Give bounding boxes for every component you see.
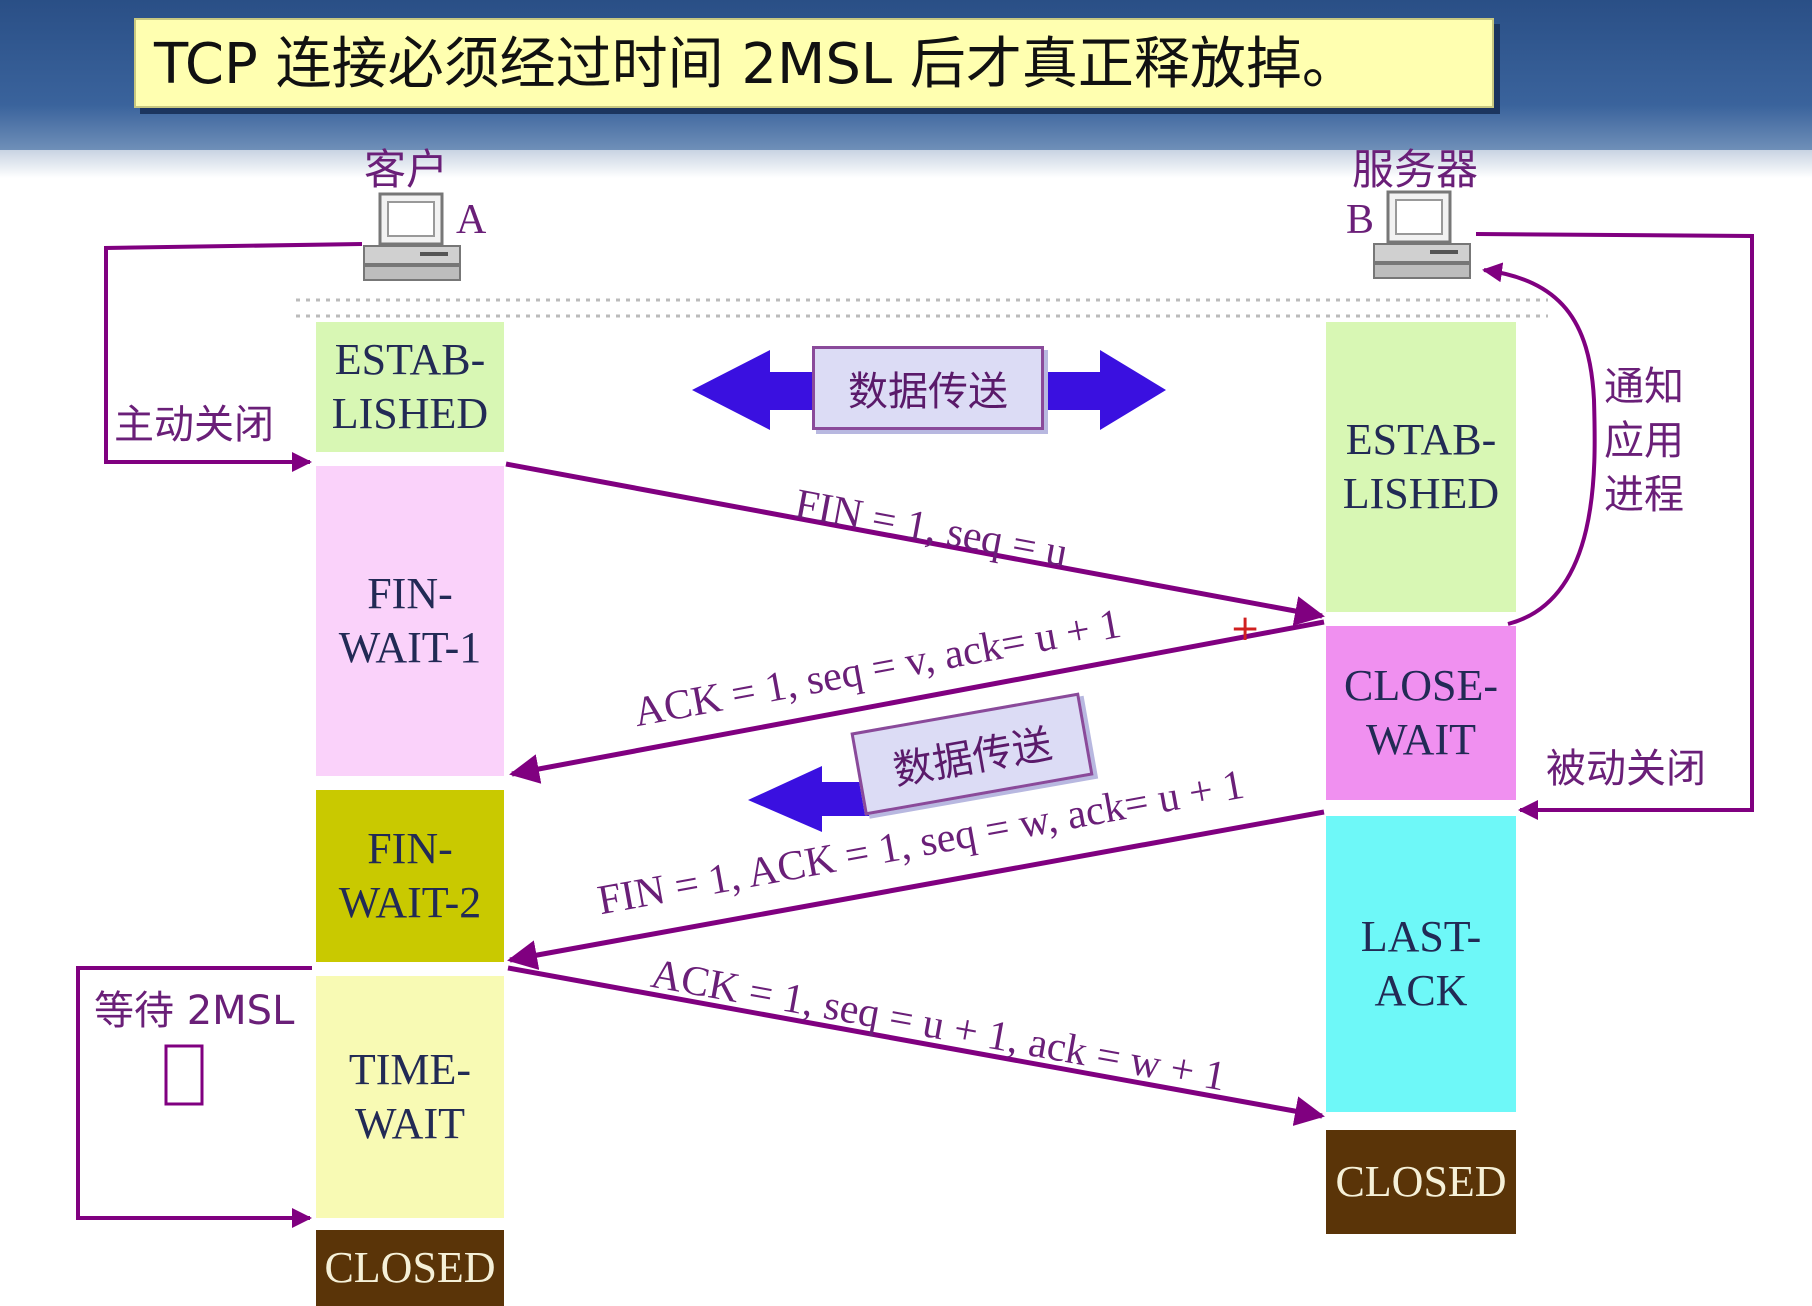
client-state-established: ESTAB- LISHED xyxy=(331,335,489,438)
data-transfer-box: 数据传送 xyxy=(812,346,1044,430)
slide-title: TCP 连接必须经过时间 2MSL 后才真正释放掉。 xyxy=(134,18,1494,108)
wait-2msl-label: 等待 2MSL xyxy=(94,988,295,1034)
timer-icon xyxy=(164,1044,204,1106)
client-name: 客户 xyxy=(364,145,449,194)
client-state-time-wait: TIME- WAIT xyxy=(348,1045,472,1148)
server-computer-icon xyxy=(1373,190,1471,279)
client-state-box xyxy=(316,976,504,1218)
ack1-arrow xyxy=(509,619,1325,784)
passive-close-label: 被动关闭 xyxy=(1546,746,1706,792)
server-state-last-ack: LAST- ACK xyxy=(1360,912,1482,1015)
server-state-box xyxy=(1326,322,1516,612)
active-close-line xyxy=(104,242,363,472)
notify-app-label: 通知 应用 进程 xyxy=(1604,364,1684,518)
active-close-label: 主动关闭 xyxy=(114,402,274,448)
client-letter: A xyxy=(456,197,487,243)
server-state-box xyxy=(1326,816,1516,1112)
data-transfer-arrow-small xyxy=(748,766,870,832)
client-state-fin-wait-2: FIN- WAIT-2 xyxy=(338,824,482,927)
client-state-closed: CLOSED xyxy=(324,1243,496,1292)
client-state-box xyxy=(316,466,504,776)
header-shadow xyxy=(0,150,1812,178)
ack2-arrow xyxy=(507,965,1325,1126)
data-transfer-arrow-left xyxy=(692,350,830,430)
server-name: 服务器 xyxy=(1352,145,1479,194)
client-state-fin-wait-1: FIN- WAIT-1 xyxy=(338,569,482,672)
client-state-box xyxy=(316,322,504,452)
client-state-box xyxy=(316,790,504,962)
passive-close-line xyxy=(1475,232,1754,820)
server-state-closed: CLOSED xyxy=(1335,1157,1507,1206)
server-state-established: ESTAB- LISHED xyxy=(1342,415,1500,518)
server-state-close-wait: CLOSE- WAIT xyxy=(1344,661,1498,764)
fin2-arrow xyxy=(507,809,1325,970)
plus-mark: + xyxy=(1230,608,1260,649)
data-transfer-arrow-right xyxy=(1040,350,1166,430)
server-state-box xyxy=(1326,626,1516,800)
server-letter: B xyxy=(1346,197,1375,243)
client-computer-icon xyxy=(363,192,461,281)
wait-2msl-line xyxy=(76,966,312,1228)
server-state-box xyxy=(1326,1130,1516,1234)
notify-app-curve xyxy=(1482,262,1597,626)
client-state-box xyxy=(316,1230,504,1306)
fin1-arrow xyxy=(505,461,1325,626)
